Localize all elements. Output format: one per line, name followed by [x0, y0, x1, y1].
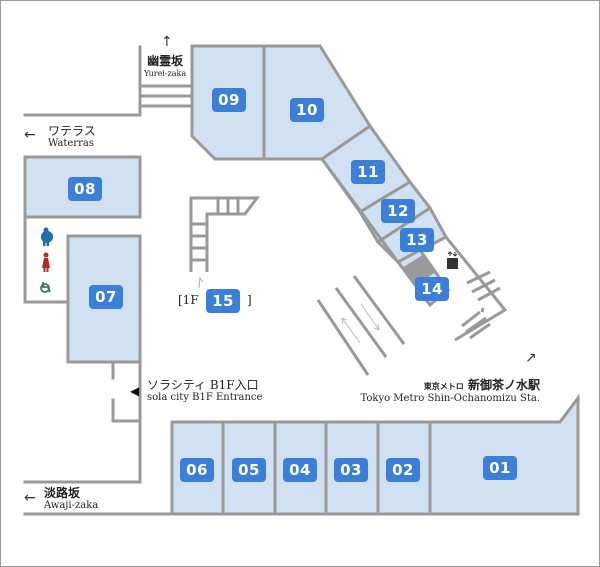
exit-metro-en: Tokyo Metro Shin-Ochanomizu Sta.	[360, 393, 540, 404]
shop-07-badge[interactable]: 07	[89, 285, 123, 309]
exit-awaji-zaka[interactable]: 淡路坂 Awaji-zaka	[44, 486, 98, 512]
escalators	[316, 275, 406, 376]
exit-awaji-zaka-jp: 淡路坂	[44, 486, 81, 500]
shop-03-badge[interactable]: 03	[334, 458, 368, 482]
left-arrow-icon: ←	[24, 490, 36, 506]
exit-waterras[interactable]: ワテラス Waterras	[48, 124, 96, 150]
floor-note-prefix: [1F	[178, 293, 199, 307]
service-block	[402, 254, 436, 286]
left-arrow-icon: ←	[24, 127, 36, 143]
exit-waterras-en: Waterras	[48, 138, 94, 149]
exit-metro-jp-small: 東京メトロ	[423, 381, 464, 391]
exit-metro-jp: 東京メトロ 新御茶ノ水駅	[350, 378, 540, 393]
shop-06-badge[interactable]: 06	[180, 458, 214, 482]
shop-04-badge[interactable]: 04	[283, 458, 317, 482]
exit-solacity-en: sola city B1F Entrance	[147, 392, 263, 403]
shop-12-badge[interactable]: 12	[381, 199, 415, 223]
shop-15-badge[interactable]: 15	[206, 289, 240, 313]
exit-yurei-zaka-en: Yurei-zaka	[144, 69, 187, 78]
exit-solacity[interactable]: ソラシティ B1F入口 sola city B1F Entrance	[147, 378, 262, 404]
shop-10-badge[interactable]: 10	[290, 98, 324, 122]
entrance-arrow-icon: ◀	[130, 384, 140, 398]
exit-waterras-jp: ワテラス	[48, 124, 96, 138]
shop-02-badge[interactable]: 02	[386, 458, 420, 482]
stairs-15	[189, 196, 260, 272]
up-right-arrow-icon: ↗	[525, 350, 537, 366]
shop-05-badge[interactable]: 05	[232, 458, 266, 482]
bottom-row-area	[170, 393, 580, 516]
up-arrow-icon: ↑	[161, 34, 173, 50]
exit-yurei-zaka[interactable]: 幽霊坂 Yurei-zaka	[144, 54, 186, 80]
stairs-right	[461, 270, 501, 340]
male-restroom-icon: ●	[40, 226, 54, 245]
exit-metro-jp-station: 新御茶ノ水駅	[467, 378, 540, 392]
floor-note-suffix: ]	[247, 293, 252, 307]
shop-14-badge[interactable]: 14	[415, 277, 449, 301]
exit-yurei-zaka-jp: 幽霊坂	[147, 54, 184, 68]
shop-11-badge[interactable]: 11	[351, 160, 385, 184]
shop-01-badge[interactable]: 01	[483, 456, 517, 480]
shop-08-badge[interactable]: 08	[68, 177, 102, 201]
shop-13-badge[interactable]: 13	[400, 228, 434, 252]
exit-metro[interactable]: 東京メトロ 新御茶ノ水駅 Tokyo Metro Shin-Ochanomizu…	[350, 378, 540, 405]
exit-solacity-jp: ソラシティ B1F入口	[147, 378, 259, 392]
shop-09-badge[interactable]: 09	[212, 88, 246, 112]
exit-awaji-zaka-en: Awaji-zaka	[44, 500, 99, 511]
